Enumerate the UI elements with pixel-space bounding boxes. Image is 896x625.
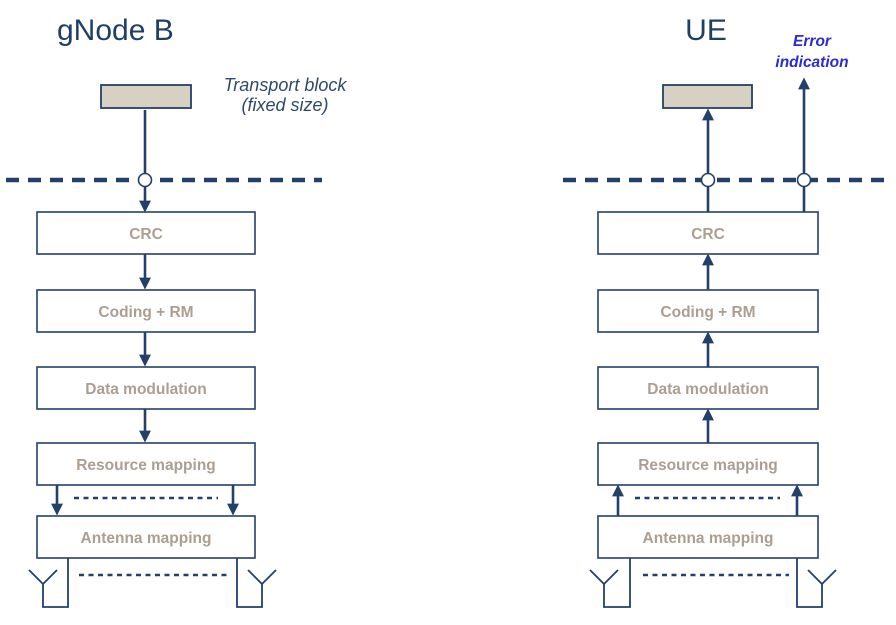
antenna-icon — [236, 558, 277, 608]
gnodeb-block-resource-mapping — [36, 442, 256, 486]
gnodeb-block-coding-rm-label: Coding + RM — [98, 304, 193, 321]
gnodeb-block-antenna-mapping — [36, 515, 256, 559]
ue-block-coding-rm — [597, 289, 819, 333]
ue-block-resource-mapping — [597, 442, 819, 486]
gnodeb-block-crc — [36, 211, 256, 255]
gnodeb-block-data-modulation-label: Data modulation — [85, 381, 206, 398]
gnodeb-block-coding-rm — [36, 289, 256, 333]
transport-block-note-line2: (fixed size) — [241, 95, 328, 115]
gnodeb-block-data-modulation — [36, 366, 256, 410]
ue-panel: UE Error indication CRC Coding + RM Data… — [563, 14, 893, 608]
gnodeb-panel: gNode B Transport block (fixed size) CRC… — [6, 14, 348, 608]
transport-block-note-line1: Transport block — [224, 75, 348, 95]
antenna-icon — [28, 558, 69, 608]
ue-block-data-modulation — [597, 366, 819, 410]
ue-block-crc — [597, 211, 819, 255]
junction-dot-icon — [700, 172, 716, 188]
error-indication-note-line1: Error — [793, 33, 832, 50]
gnodeb-title: gNode B — [57, 14, 174, 47]
transport-block-rect-ue — [662, 84, 753, 109]
ue-block-coding-rm-label: Coding + RM — [660, 304, 755, 321]
gnodeb-block-antenna-mapping-label: Antenna mapping — [81, 530, 212, 547]
junction-dot-icon — [137, 172, 153, 188]
transport-block-rect-gnodeb — [100, 84, 192, 109]
antenna-icon — [589, 558, 631, 608]
junction-dot-icon — [796, 172, 812, 188]
ue-block-data-modulation-label: Data modulation — [647, 381, 768, 398]
antenna-icon — [796, 558, 837, 608]
ue-block-antenna-mapping-label: Antenna mapping — [643, 530, 774, 547]
gnodeb-block-resource-mapping-label: Resource mapping — [76, 457, 216, 474]
gnodeb-block-crc-label: CRC — [129, 226, 163, 243]
ue-title: UE — [685, 14, 727, 47]
error-indication-note-line2: indication — [775, 54, 848, 71]
ue-block-antenna-mapping — [597, 515, 819, 559]
ue-block-crc-label: CRC — [691, 226, 725, 243]
ue-block-resource-mapping-label: Resource mapping — [638, 457, 778, 474]
